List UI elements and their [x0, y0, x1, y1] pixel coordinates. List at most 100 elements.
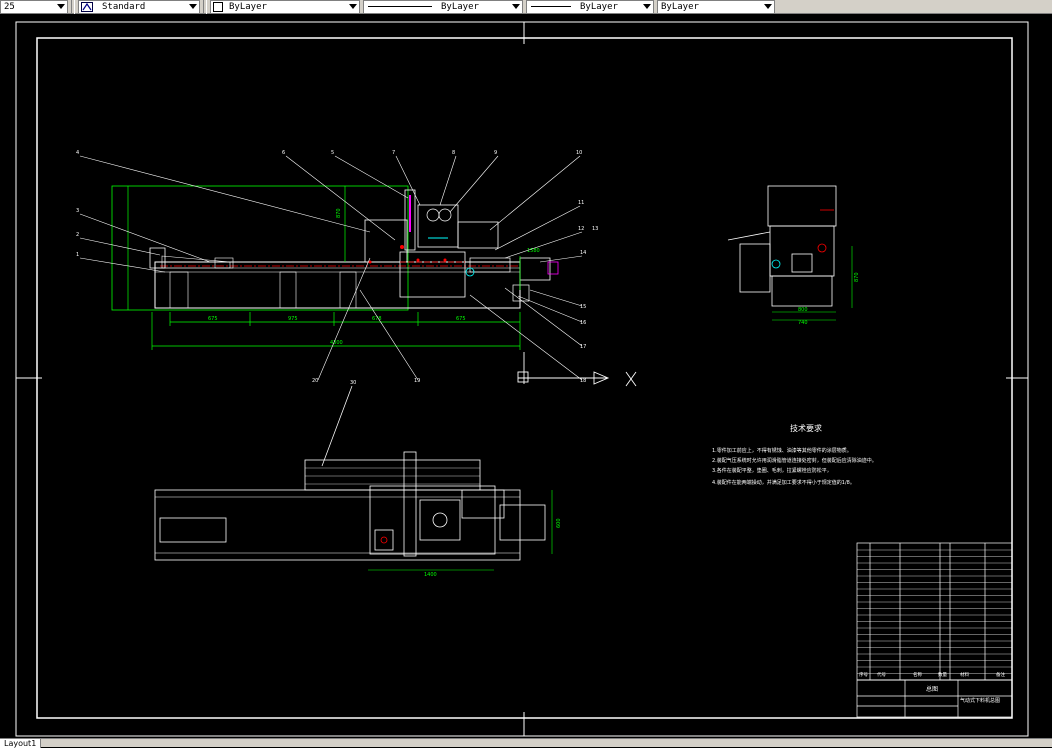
drawing-svg[interactable]: 675 975 678 675 4300 1580 870 [0, 14, 1052, 738]
plan-dim-height-label: 600 [556, 518, 562, 528]
marker-dot [416, 258, 420, 262]
side-dim-width-1: 800 [798, 307, 808, 313]
text-style-icon [81, 1, 93, 12]
side-cyan-circle [771, 259, 781, 269]
sheet-frame [15, 21, 1029, 737]
dim-front-height: 1580 [527, 248, 540, 254]
balloon-label: 3 [76, 208, 79, 214]
leader-line [504, 287, 583, 347]
chevron-down-icon[interactable] [189, 3, 197, 9]
plan-spindle [432, 512, 448, 528]
dim-segment-4: 675 [456, 316, 466, 322]
balloon-label: 1 [76, 252, 79, 258]
dim-segment-2: 975 [288, 316, 298, 322]
color-dropdown[interactable]: ByLayer [210, 0, 360, 14]
head-column [364, 219, 408, 263]
title-block[interactable] [856, 542, 1013, 718]
leader-line [469, 294, 583, 381]
plan-blade-frame [403, 451, 417, 557]
side-top-housing [767, 185, 837, 227]
chevron-down-icon[interactable] [764, 3, 772, 9]
plot-style-dropdown[interactable]: ByLayer [657, 0, 775, 14]
balloon-label: 11 [578, 200, 584, 206]
chevron-down-icon[interactable] [57, 3, 65, 9]
header-col-label: 名称 [913, 671, 922, 678]
plan-bed [154, 489, 521, 561]
parts-list-frame [856, 542, 1013, 718]
header-col-label: 备注 [996, 671, 1005, 678]
drawing-name: 气动式下料机总图 [960, 697, 1000, 704]
ucs-arrow [593, 371, 610, 385]
parts-list-rows [857, 549, 1012, 674]
side-view[interactable] [727, 185, 853, 321]
balloon-label: 10 [576, 150, 582, 156]
bed-leg [339, 271, 357, 309]
plan-leader [321, 385, 353, 467]
properties-toolbar: 25 Standard ByLayer ByLayer ByLayer ByLa… [0, 0, 1052, 14]
plan-bracket [374, 529, 394, 551]
front-dimensions [127, 186, 521, 350]
balloon-label: 5 [331, 150, 334, 156]
leader-line [489, 155, 581, 231]
side-arm [727, 231, 771, 241]
linetype-dropdown[interactable]: ByLayer [363, 0, 523, 14]
bracket [512, 284, 530, 302]
plan-feed-roll [159, 517, 227, 543]
leader-line [79, 257, 166, 273]
cutting-unit [399, 251, 466, 298]
leader-line [529, 289, 583, 307]
plot-style-value: ByLayer [661, 1, 699, 12]
side-red-circle [817, 243, 827, 253]
plan-grate [304, 459, 481, 491]
cylinder-end [547, 261, 559, 275]
front-view[interactable]: 675 975 678 675 4300 1580 870 [76, 150, 598, 384]
balloon-label: 18 [580, 378, 586, 384]
linetype-value: ByLayer [441, 1, 479, 12]
lineweight-dropdown[interactable]: ByLayer [526, 0, 654, 14]
marker-dot [368, 260, 372, 264]
plan-view[interactable] [154, 385, 553, 571]
balloon-label: 9 [494, 150, 497, 156]
balloon-label: 8 [452, 150, 455, 156]
tab-layout1[interactable]: Layout1 [0, 739, 42, 748]
side-detail [791, 253, 813, 273]
technical-notes: 技术要求 1.零件加工前应上，不得有锈蚀、油漆等其他零件的涂层物质。 2.装配气… [712, 423, 877, 486]
leader-line [79, 155, 371, 233]
pulley [438, 208, 452, 222]
drawing-canvas[interactable]: 675 975 678 675 4300 1580 870 [0, 14, 1052, 738]
balloon-label: 14 [580, 250, 586, 256]
text-style-dropdown[interactable]: Standard [78, 0, 200, 14]
header-col-label: 材料 [960, 671, 969, 678]
balloon-label: 4 [76, 150, 79, 156]
notes-line: 2.装配气压系统时允许用润滑脂管道连接处密封，但装配后应清除油迹中。 [712, 457, 877, 464]
leader-line [494, 205, 581, 251]
chevron-down-icon[interactable] [512, 3, 520, 9]
chevron-down-icon[interactable] [349, 3, 357, 9]
balloon-label: 20 [312, 378, 318, 384]
marker-dot [443, 258, 447, 262]
balloon-labels: 4 6 5 7 8 9 10 11 12 13 3 2 1 14 15 16 1… [76, 150, 598, 384]
side-dim-width-2: 740 [798, 320, 808, 326]
balloon-label: 13 [592, 226, 598, 232]
assembly-label: 总图 [926, 685, 938, 693]
leader-line [539, 255, 583, 263]
plan-head [369, 485, 496, 555]
color-value: ByLayer [229, 1, 267, 12]
leader-line [79, 213, 211, 263]
dim-segment-1: 675 [208, 316, 218, 322]
balloon-label: 17 [580, 344, 586, 350]
header-col-label: 序号 [859, 671, 868, 678]
scale-value: 25 [4, 1, 15, 12]
leader-line [285, 155, 396, 241]
pulley [426, 208, 440, 222]
balloon-label: 6 [282, 150, 285, 156]
scale-dropdown[interactable]: 25 [0, 0, 68, 14]
balloon-label: 19 [414, 378, 420, 384]
marker-dot [400, 245, 404, 249]
chevron-down-icon[interactable] [643, 3, 651, 9]
title-block-text: 序号 代号 名称 数量 材料 备注 总图 气动式下料机总图 [859, 671, 1005, 704]
plan-dim-length-label: 1400 [424, 572, 437, 578]
text-style-value: Standard [102, 1, 146, 12]
leader-line [504, 231, 583, 259]
dim-total: 4300 [330, 340, 343, 346]
